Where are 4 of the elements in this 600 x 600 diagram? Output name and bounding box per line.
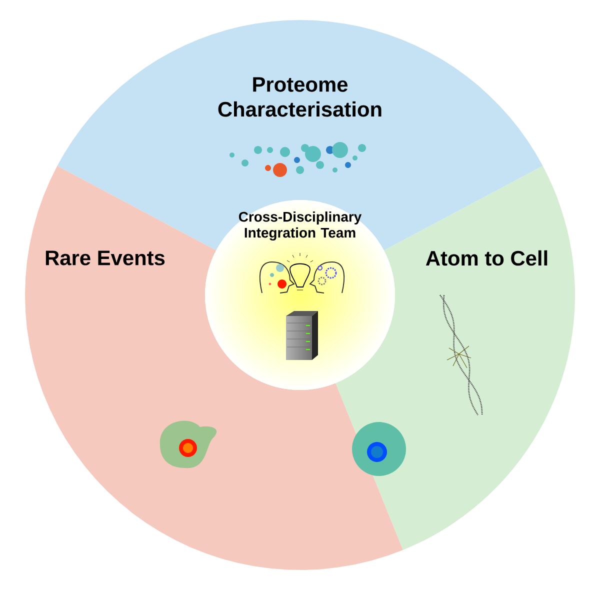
team-label: Cross-Disciplinary Integration Team <box>238 212 362 240</box>
section-heading: Proteome Characterisation <box>218 77 382 117</box>
section-heading: Rare Events <box>46 250 165 266</box>
section-heading: Atom to Cell <box>426 250 548 266</box>
